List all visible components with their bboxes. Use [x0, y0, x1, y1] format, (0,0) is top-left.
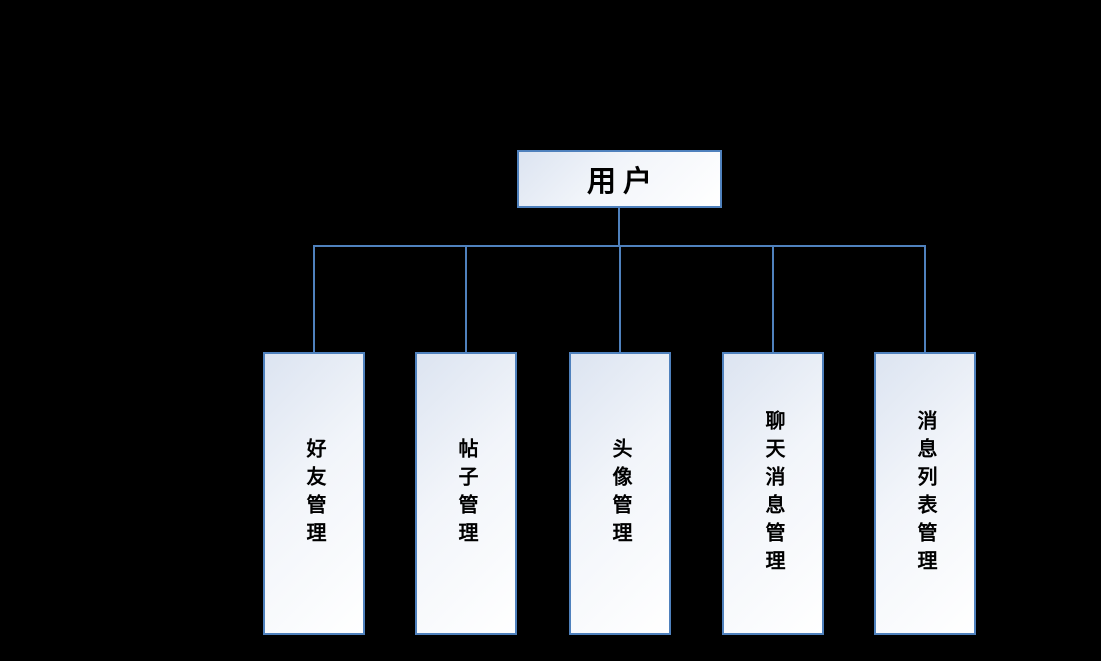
node-avatar-management-label: 头像管理 [609, 437, 631, 550]
node-message-list-management-label: 消息列表管理 [914, 409, 936, 578]
connector-drop-post-management [465, 246, 467, 352]
node-friend-management-label: 好友管理 [303, 437, 325, 550]
node-chat-message-management: 聊天消息管理 [722, 352, 824, 635]
connector-drop-friend-management [313, 246, 315, 352]
connector-drop-message-list-management [924, 246, 926, 352]
node-chat-message-management-label: 聊天消息管理 [762, 409, 784, 578]
connector-drop-chat-message-management [772, 246, 774, 352]
node-message-list-management: 消息列表管理 [874, 352, 976, 635]
node-post-management-label: 帖子管理 [455, 437, 477, 550]
node-user: 用户 [517, 150, 722, 208]
connector-drop-avatar-management [619, 246, 621, 352]
node-friend-management: 好友管理 [263, 352, 365, 635]
node-avatar-management: 头像管理 [569, 352, 671, 635]
node-post-management: 帖子管理 [415, 352, 517, 635]
node-user-label: 用户 [586, 166, 659, 198]
connector-stem [618, 208, 620, 246]
